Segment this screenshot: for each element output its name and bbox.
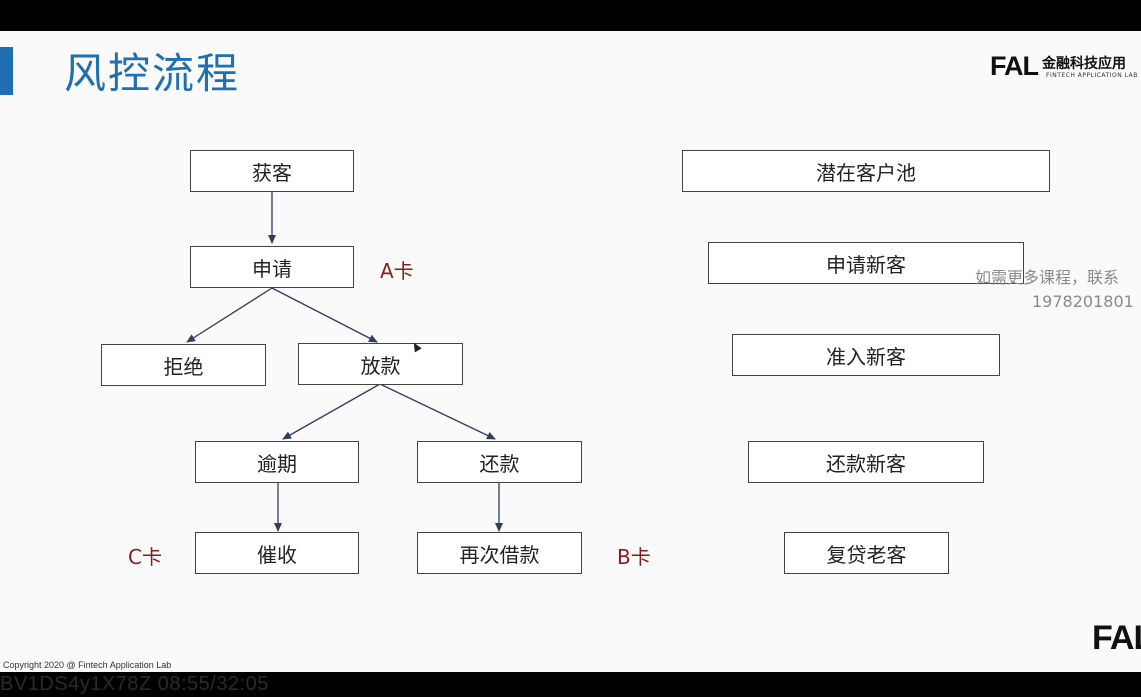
watermark-line2: 1978201801	[1032, 292, 1134, 311]
stage-admit-new: 准入新客	[732, 334, 1000, 376]
arrow-apply-to-disburse	[271, 287, 378, 343]
copyright-text: Copyright 2020 @ Fintech Application Lab	[3, 660, 172, 670]
node-repay: 还款	[417, 441, 582, 483]
arrow-disburse-to-overdue	[282, 383, 381, 440]
logo-english-name: FINTECH APPLICATION LAB	[1046, 72, 1138, 79]
arrow-disburse-to-repay	[379, 383, 496, 440]
node-disburse: 放款	[298, 343, 463, 385]
node-reject: 拒绝	[101, 344, 266, 386]
node-overdue: 逾期	[195, 441, 359, 483]
label-b-card: B卡	[617, 545, 651, 569]
node-apply: 申请	[190, 246, 354, 288]
title-accent-bar	[0, 47, 13, 95]
stage-repeat-old: 复贷老客	[784, 532, 949, 574]
watermark-line1: 如需更多课程，联系	[975, 268, 1120, 287]
stage-potential-pool: 潜在客户池	[682, 150, 1050, 192]
node-acquire: 获客	[190, 150, 354, 192]
fal-logo: FAL 金融科技应用 FINTECH APPLICATION LAB	[990, 49, 1141, 89]
label-a-card: A卡	[380, 259, 414, 283]
stage-apply-new: 申请新客	[708, 242, 1024, 284]
video-overlay-text: BV1DS4y1X78Z 08:55/32:05	[0, 673, 269, 695]
label-c-card: C卡	[128, 545, 162, 569]
slide-title: 风控流程	[64, 49, 241, 98]
arrow-apply-to-reject	[186, 287, 273, 343]
flow-arrows	[186, 191, 503, 532]
node-reborrow: 再次借款	[417, 532, 582, 574]
logo-chinese-name: 金融科技应用	[1042, 56, 1126, 72]
node-collection: 催收	[195, 532, 359, 574]
bottom-logo: FAL	[1092, 619, 1141, 657]
logo-brand: FAL	[990, 51, 1039, 81]
stage-repay-new: 还款新客	[748, 441, 984, 483]
slide: 风控流程 FAL 金融科技应用 FINTECH APPLICATION LAB …	[0, 31, 1141, 672]
